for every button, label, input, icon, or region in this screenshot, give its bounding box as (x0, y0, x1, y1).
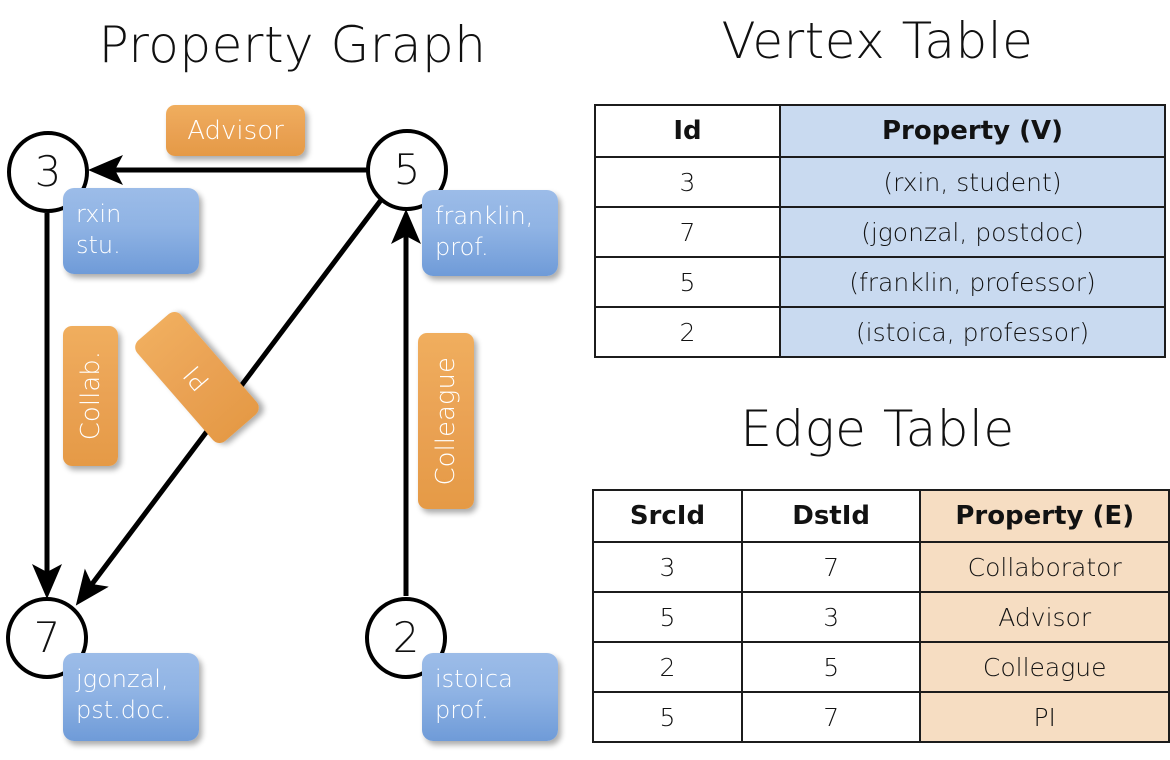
property-graph-diagram: 3 5 7 2 rxin stu. franklin, prof. jgonza… (6, 105, 558, 741)
vertex-cell-property: (rxin, student) (779, 156, 1166, 208)
vertex-cell-id: 7 (594, 206, 781, 258)
page-title-edge-table: Edge Table (740, 400, 1015, 458)
vertex-cell-id: 5 (594, 256, 781, 308)
graph-node-3-label: 3 (34, 147, 62, 196)
table-row: 3 7 Collaborator (592, 541, 1170, 593)
edge-table-header-property: Property (E) (919, 489, 1170, 543)
graph-node-2-label: 2 (392, 613, 420, 662)
table-row: 7 (jgonzal, postdoc) (594, 206, 1166, 258)
graph-node-2[interactable]: 2 (365, 597, 447, 679)
vertex-property-line-2: prof. (435, 232, 489, 261)
vertex-property-line-1: franklin, (435, 202, 534, 230)
edge-cell-dstid: 7 (740, 541, 922, 593)
vertex-property-box-2[interactable]: istoica prof. (422, 653, 558, 741)
table-row: 3 (rxin, student) (594, 156, 1166, 208)
edge-cell-property: PI (919, 691, 1170, 743)
table-row: 2 (istoica, professor) (594, 306, 1166, 358)
graph-node-5-label: 5 (393, 145, 421, 194)
vertex-property-box-5[interactable]: franklin, prof. (422, 190, 558, 276)
vertex-cell-id: 2 (594, 306, 781, 358)
table-row: 5 7 PI (592, 691, 1170, 743)
table-row: 2 5 Colleague (592, 641, 1170, 693)
vertex-property-line-1: istoica (435, 665, 513, 693)
edge-cell-srcid: 5 (592, 691, 743, 743)
vertex-property-line-2: pst.doc. (76, 695, 172, 724)
vertex-property-box-3[interactable]: rxin stu. (63, 188, 199, 274)
edge-cell-property: Collaborator (919, 541, 1170, 593)
graph-node-7-label: 7 (33, 613, 61, 662)
table-row: 5 3 Advisor (592, 591, 1170, 643)
vertex-cell-property: (franklin, professor) (779, 256, 1166, 308)
vertex-table-header-id: Id (594, 104, 781, 158)
vertex-property-line-2: stu. (76, 230, 121, 259)
vertex-cell-property: (istoica, professor) (779, 306, 1166, 358)
page-title-property-graph: Property Graph (98, 16, 487, 74)
vertex-property-line-1: jgonzal, (76, 665, 169, 693)
edge-label-box-advisor[interactable]: Advisor (166, 105, 305, 156)
vertex-property-line-2: prof. (435, 695, 489, 724)
edge-cell-srcid: 2 (592, 641, 743, 693)
edge-label-box-collab[interactable]: Collab. (63, 326, 118, 466)
edge-cell-dstid: 3 (740, 591, 922, 643)
edge-table-header-dstid: DstId (740, 489, 922, 543)
table-row: 5 (franklin, professor) (594, 256, 1166, 308)
table-header-row: Id Property (V) (594, 104, 1166, 158)
vertex-table-header-property: Property (V) (779, 104, 1166, 158)
edge-label-text-advisor: Advisor (187, 115, 284, 146)
edge-table: SrcId DstId Property (E) 3 7 Collaborato… (592, 489, 1170, 743)
edge-label-text-colleague: Colleague (431, 356, 461, 486)
table-header-row: SrcId DstId Property (E) (592, 489, 1170, 543)
edge-cell-property: Advisor (919, 591, 1170, 643)
page-title-vertex-table: Vertex Table (721, 12, 1034, 70)
edge-cell-dstid: 7 (740, 691, 922, 743)
vertex-table: Id Property (V) 3 (rxin, student) 7 (jgo… (594, 104, 1166, 358)
edge-cell-property: Colleague (919, 641, 1170, 693)
edge-cell-dstid: 5 (740, 641, 922, 693)
vertex-cell-property: (jgonzal, postdoc) (779, 206, 1166, 258)
edge-label-text-pi: PI (178, 358, 216, 397)
vertex-cell-id: 3 (594, 156, 781, 208)
edge-cell-srcid: 3 (592, 541, 743, 593)
edge-label-box-colleague[interactable]: Colleague (418, 333, 474, 509)
vertex-property-box-7[interactable]: jgonzal, pst.doc. (63, 653, 199, 741)
edge-table-header-srcid: SrcId (592, 489, 743, 543)
edge-cell-srcid: 5 (592, 591, 743, 643)
vertex-property-line-1: rxin (76, 200, 122, 228)
edge-label-text-collab: Collab. (75, 351, 106, 441)
